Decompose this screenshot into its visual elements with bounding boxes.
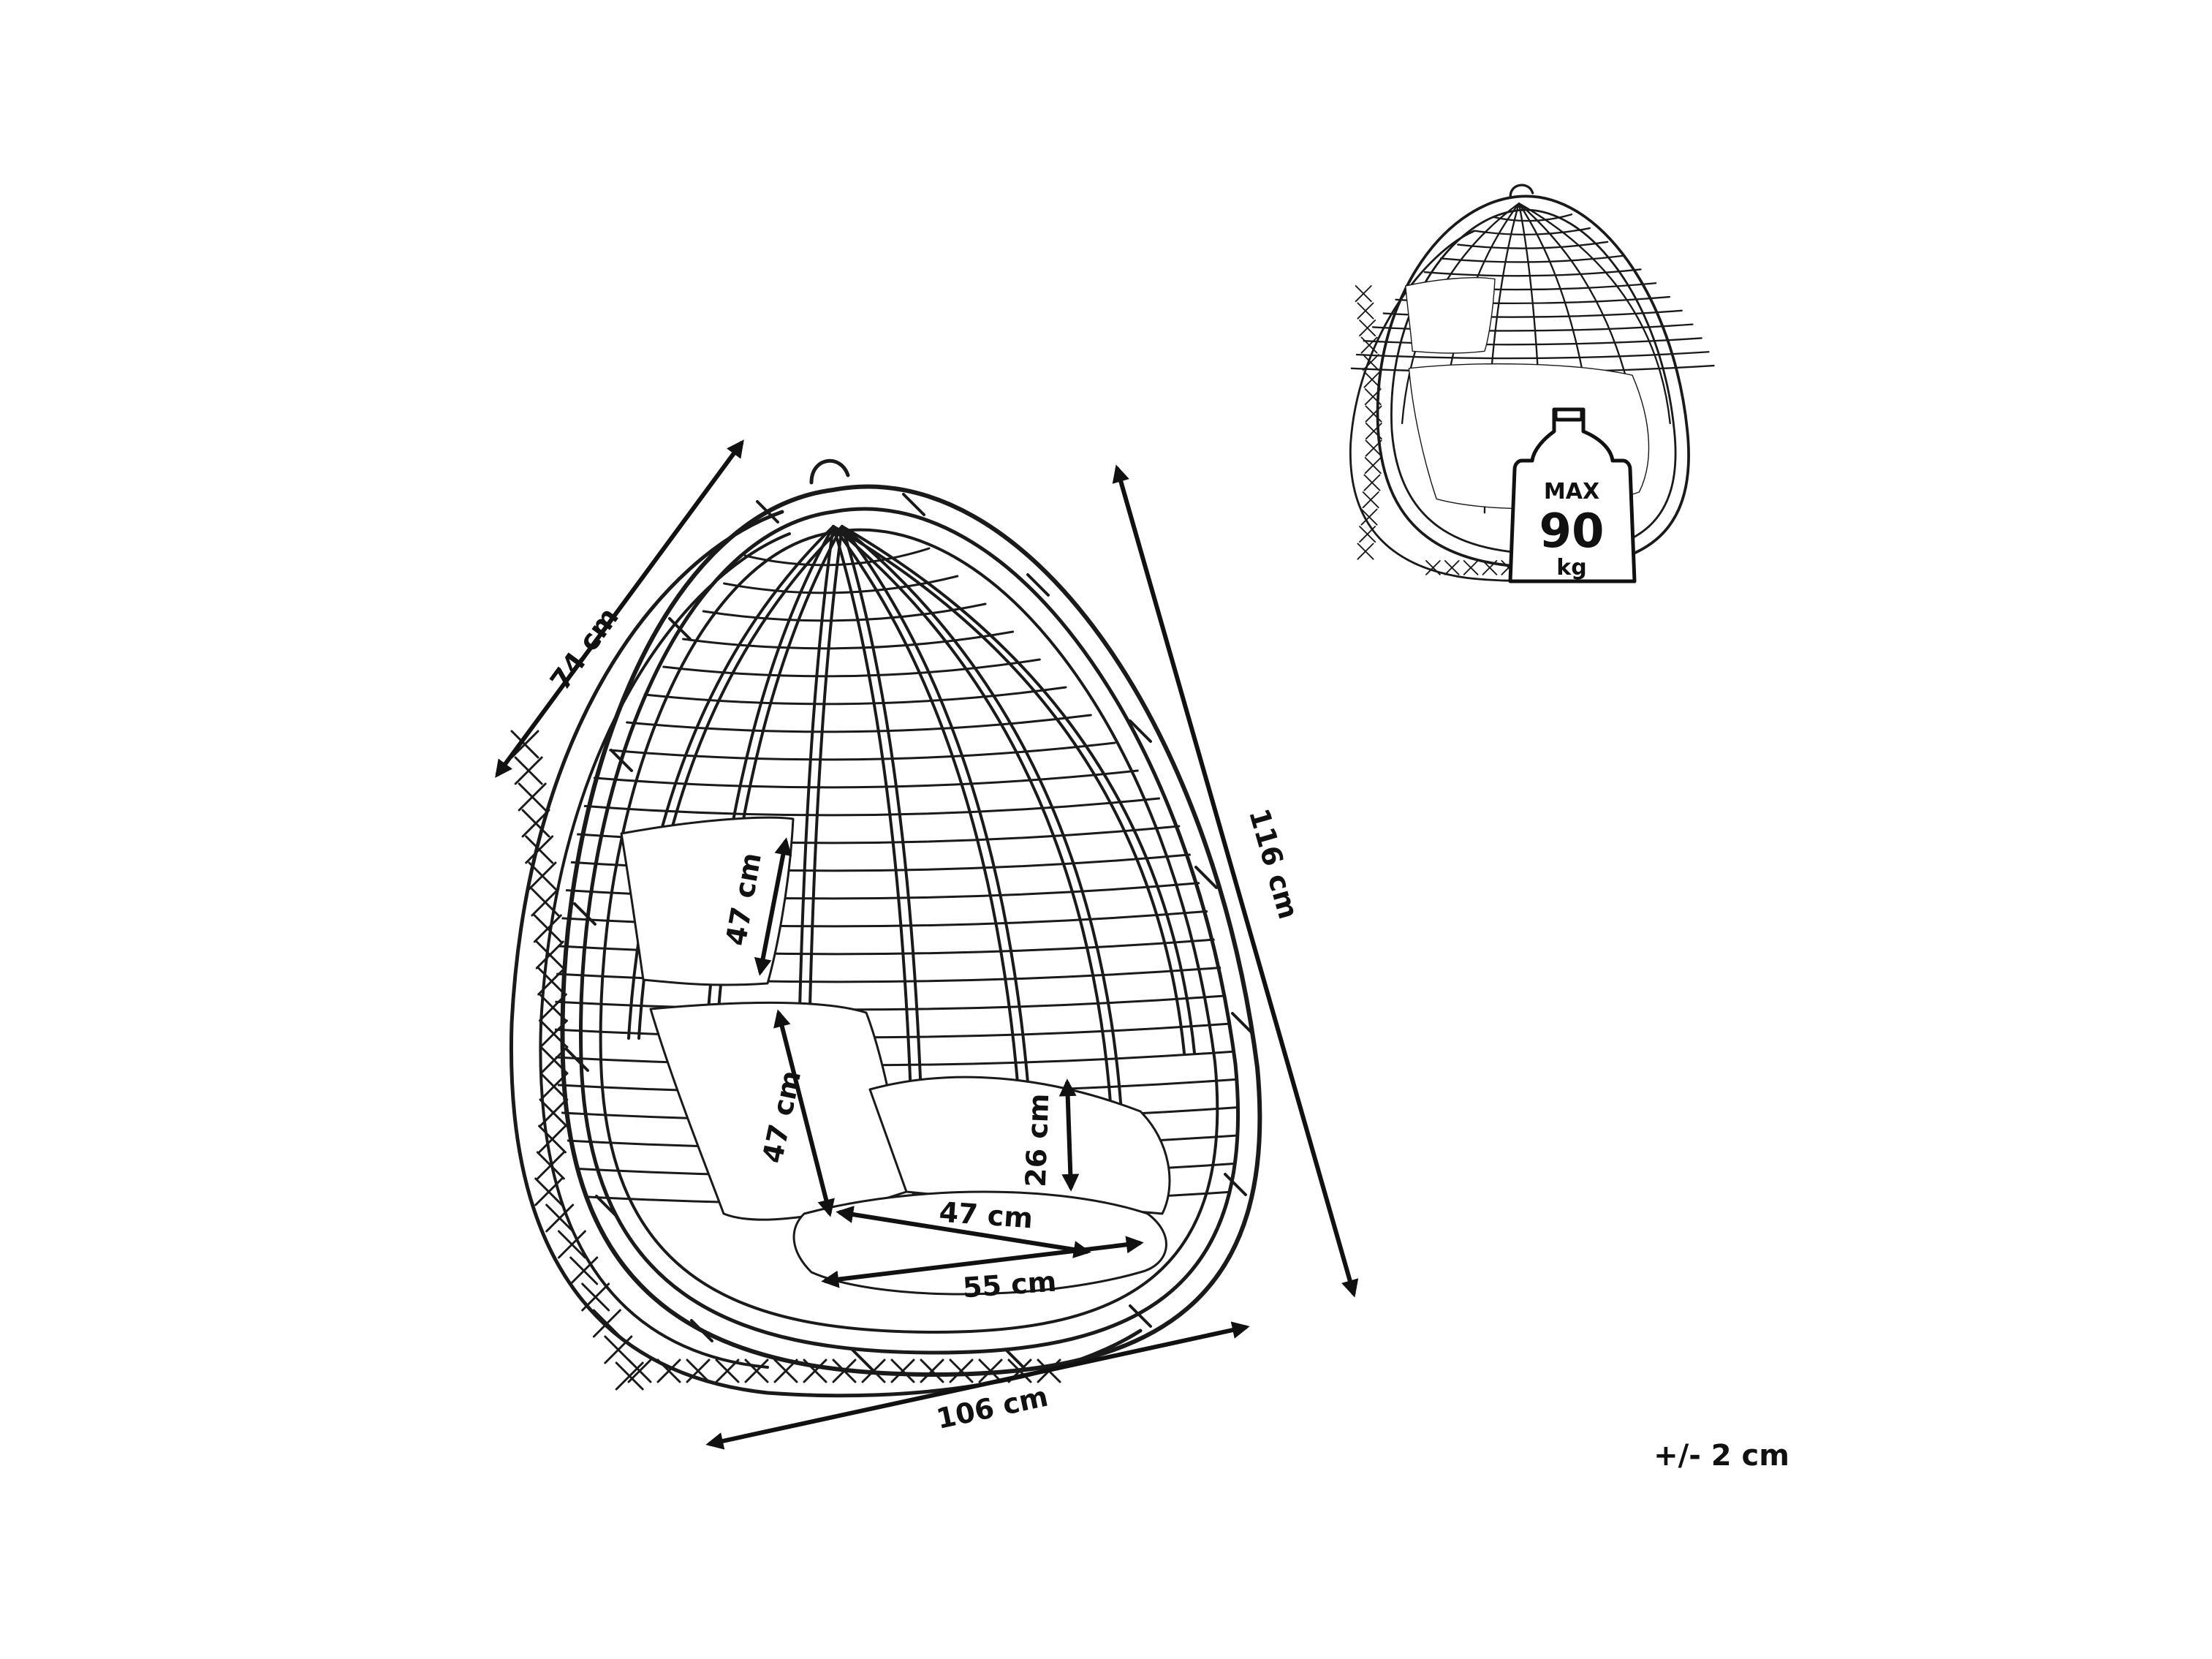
seat-cushion-height-arrow <box>773 1009 835 1217</box>
small-wicker-rib <box>1518 203 1671 425</box>
wicker-slat <box>554 964 1238 983</box>
lattice-cross <box>525 835 554 864</box>
lattice-cross <box>531 888 560 917</box>
egg-chair-main-drawing <box>509 458 1262 1398</box>
wicker-rib <box>832 525 1025 1171</box>
lattice-cross <box>514 756 543 785</box>
max-label: MAX <box>1544 479 1599 504</box>
seat-width-label: 47 cm <box>938 1196 1034 1235</box>
small-lattice-cross <box>1444 560 1460 575</box>
small-lattice-cross <box>1355 285 1372 303</box>
small-lattice-cross <box>1360 508 1378 526</box>
small-lattice-cross <box>1362 491 1379 509</box>
rim-band <box>573 902 596 926</box>
small-wicker-slat <box>1474 227 1591 236</box>
small-lattice-cross <box>1482 560 1498 575</box>
lattice-cross <box>539 1098 568 1127</box>
small-lattice-cross <box>1359 320 1376 337</box>
max-weight-value: 90 <box>1539 504 1604 559</box>
lattice-cross <box>537 1125 567 1154</box>
lattice-cross <box>604 1335 633 1364</box>
rim-band <box>902 493 925 516</box>
small-lattice-cross <box>1362 354 1379 371</box>
wicker-slat <box>554 991 1238 1011</box>
wicker-rib <box>841 525 925 1201</box>
wicker-rib <box>841 525 1123 1113</box>
wicker-slat <box>662 658 1041 678</box>
depth-arrow <box>495 439 744 778</box>
seat-thickness-label: 26 cm <box>1020 1093 1055 1188</box>
wicker-slat <box>702 602 987 622</box>
small-lattice-cross <box>1365 405 1382 423</box>
small-lattice-cross <box>1359 526 1376 543</box>
small-lattice-cross <box>1363 474 1381 491</box>
rim-band <box>595 1195 618 1218</box>
lattice-cross <box>592 1309 621 1338</box>
max-weight-badge: MAX 90 kg <box>1508 407 1637 583</box>
small-wicker-slat <box>1355 351 1710 360</box>
lattice-cross <box>627 1358 652 1383</box>
dimension-lines <box>495 439 1359 1450</box>
small-wicker-slat <box>1363 337 1702 346</box>
seat-depth-arrow <box>821 1236 1144 1288</box>
small-lattice-cross <box>1357 543 1374 560</box>
wicker-slat <box>593 769 1139 789</box>
small-lattice-cross <box>1365 439 1382 457</box>
lattice-cross <box>536 1151 565 1180</box>
rim-band <box>566 1048 589 1072</box>
lattice-cross <box>569 1256 599 1285</box>
wicker-slat <box>554 1047 1238 1067</box>
lattice-cross <box>537 967 567 996</box>
lattice-cross <box>521 809 550 838</box>
lattice-cross <box>518 782 547 812</box>
small-wicker-slat <box>1457 241 1609 249</box>
lattice-cross <box>615 1361 644 1391</box>
small-lattice-cross <box>1363 371 1381 388</box>
seat-depth-label: 55 cm <box>962 1266 1058 1304</box>
small-lattice-cross <box>1425 560 1441 575</box>
lattice-cross <box>528 861 557 891</box>
small-lattice-cross <box>1360 336 1378 354</box>
small-lattice-cross <box>1364 457 1382 475</box>
wicker-slat <box>723 575 959 594</box>
lattice-cross <box>715 1358 740 1383</box>
wicker-slat <box>682 630 1015 650</box>
width-arrow <box>705 1321 1250 1450</box>
lattice-cross <box>920 1358 944 1383</box>
wicker-slat <box>579 797 1161 817</box>
rim-band <box>1026 573 1050 597</box>
lattice-cross <box>686 1358 711 1383</box>
depth-label: 74 cm <box>544 602 625 697</box>
tolerance-note: +/- 2 cm <box>1654 1439 1789 1473</box>
small-wicker-slat <box>1493 213 1573 222</box>
small-lattice-cross <box>1364 388 1382 406</box>
lattice-cross <box>890 1358 915 1383</box>
wicker-rib <box>832 525 915 1201</box>
lattice-cross <box>533 914 562 943</box>
rim-band <box>756 500 779 524</box>
small-lattice-cross <box>1365 423 1382 440</box>
seat-thickness-arrow <box>1058 1078 1080 1192</box>
wicker-rib <box>832 525 1113 1113</box>
small-wicker-slat <box>1439 254 1626 263</box>
max-weight-unit: kg <box>1556 555 1586 581</box>
small-lattice-cross <box>1357 302 1374 320</box>
small-wicker-slat <box>1423 268 1642 277</box>
lattice-cross <box>949 1358 974 1383</box>
back-cushion-arrow <box>754 837 792 976</box>
rim-band <box>690 1319 713 1342</box>
lattice-cross <box>545 1203 575 1233</box>
lattice-cross <box>744 1358 769 1383</box>
wicker-slat <box>743 547 931 567</box>
wicker-rib <box>841 525 1035 1171</box>
lattice-cross <box>557 1230 586 1259</box>
height-label: 116 cm <box>1243 805 1305 923</box>
rim-band <box>610 749 633 772</box>
height-arrow <box>1112 464 1359 1298</box>
small-lattice-cross <box>1463 560 1479 575</box>
lattice-cross <box>581 1282 610 1312</box>
lattice-cross <box>534 1177 564 1206</box>
lattice-cross <box>656 1358 681 1383</box>
